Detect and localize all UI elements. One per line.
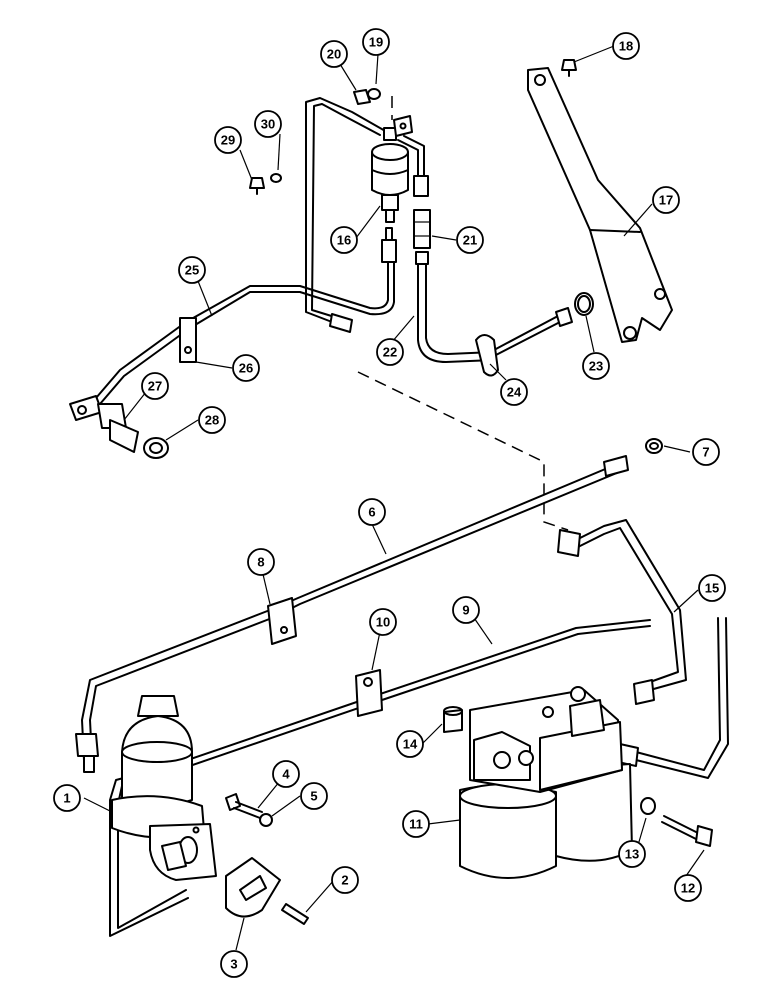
- pump-bolt: [225, 793, 263, 819]
- svg-text:16: 16: [337, 233, 351, 248]
- callout-12: 12: [674, 874, 702, 902]
- filter-outlet-line: [617, 617, 729, 779]
- svg-text:29: 29: [221, 133, 235, 148]
- fuel-lift-pump: [111, 695, 217, 881]
- svg-text:8: 8: [257, 555, 264, 570]
- pump-inlet-fitting: [75, 733, 99, 773]
- svg-text:7: 7: [702, 445, 709, 460]
- callout-13: 13: [618, 840, 646, 868]
- pump-washer: [259, 813, 273, 827]
- filter-plug: [443, 706, 463, 733]
- callout-10: 10: [369, 608, 397, 636]
- callout-5: 5: [300, 782, 328, 810]
- pipe-bracket-8: [267, 597, 297, 645]
- svg-text:15: 15: [705, 581, 719, 596]
- callout-21: 21: [456, 226, 484, 254]
- svg-text:11: 11: [409, 817, 423, 832]
- svg-text:5: 5: [310, 789, 317, 804]
- svg-text:26: 26: [239, 361, 253, 376]
- bracket-bolt: [561, 59, 577, 77]
- callout-30: 30: [254, 110, 282, 138]
- leak-off-pipe: [415, 251, 573, 363]
- callout-2: 2: [331, 866, 359, 894]
- callout-20: 20: [320, 40, 348, 68]
- callout-24: 24: [500, 378, 528, 406]
- callout-4: 4: [272, 760, 300, 788]
- in-line-fuel-filter: [371, 115, 413, 223]
- callout-1: 1: [53, 784, 81, 812]
- return-pipe: [557, 519, 687, 705]
- filter-bolt: [249, 177, 265, 195]
- pipe-bracket: [179, 317, 197, 363]
- svg-text:21: 21: [463, 233, 477, 248]
- svg-text:19: 19: [369, 35, 383, 50]
- callout-27: 27: [141, 372, 169, 400]
- callout-23: 23: [582, 352, 610, 380]
- svg-text:12: 12: [681, 881, 695, 896]
- pipe-clip: [475, 334, 499, 377]
- callout-14: 14: [396, 730, 424, 758]
- hose-clip: [574, 292, 594, 316]
- svg-text:24: 24: [507, 385, 522, 400]
- filter-inlet-connector: [381, 227, 397, 263]
- callout-28: 28: [198, 406, 226, 434]
- callout-6: 6: [358, 498, 386, 526]
- sealing-washer: [143, 437, 169, 459]
- svg-text:1: 1: [63, 791, 70, 806]
- svg-text:9: 9: [462, 603, 469, 618]
- svg-text:3: 3: [230, 957, 237, 972]
- svg-text:18: 18: [619, 39, 633, 54]
- callout-22: 22: [376, 338, 404, 366]
- callout-15: 15: [698, 574, 726, 602]
- assembly-dashed-line: [357, 371, 569, 531]
- callout-8: 8: [247, 548, 275, 576]
- push-rod: [281, 903, 309, 925]
- callout-9: 9: [452, 596, 480, 624]
- callout-26: 26: [232, 354, 260, 382]
- fuel-pipe-upper: [95, 261, 395, 405]
- svg-text:14: 14: [403, 737, 418, 752]
- svg-text:20: 20: [327, 47, 341, 62]
- pump-gasket: [225, 857, 281, 918]
- svg-text:6: 6: [368, 505, 375, 520]
- filter-bolt-12: [661, 815, 713, 847]
- svg-text:25: 25: [185, 263, 199, 278]
- svg-text:17: 17: [659, 193, 673, 208]
- callout-16: 16: [330, 226, 358, 254]
- pipe-bracket-10: [355, 669, 383, 717]
- filter-nut-washer: [367, 88, 381, 100]
- callout-11: 11: [402, 810, 430, 838]
- svg-text:27: 27: [148, 379, 162, 394]
- main-fuel-filter: [459, 686, 633, 879]
- banjo-fitting: [69, 395, 139, 453]
- filter-nut: [353, 89, 371, 105]
- pipe-clip-small: [645, 438, 663, 454]
- return-pipe-upper: [305, 97, 388, 333]
- callout-25: 25: [178, 256, 206, 284]
- filter-washer-13: [640, 797, 656, 815]
- filter-washer: [270, 173, 282, 183]
- svg-text:2: 2: [341, 873, 348, 888]
- long-fuel-pipe: [81, 455, 629, 761]
- svg-text:28: 28: [205, 413, 219, 428]
- svg-text:10: 10: [376, 615, 390, 630]
- callout-17: 17: [652, 186, 680, 214]
- svg-text:4: 4: [282, 767, 290, 782]
- svg-text:23: 23: [589, 359, 603, 374]
- callout-7: 7: [692, 438, 720, 466]
- callout-3: 3: [220, 950, 248, 978]
- svg-text:22: 22: [383, 345, 397, 360]
- filter-outlet-pipe: [397, 135, 429, 197]
- svg-text:13: 13: [625, 847, 639, 862]
- mounting-bracket: [527, 67, 673, 343]
- svg-text:30: 30: [261, 117, 275, 132]
- pipe-connector: [413, 209, 431, 249]
- callout-29: 29: [214, 126, 242, 154]
- callout-18: 18: [612, 32, 640, 60]
- callout-19: 19: [362, 28, 390, 56]
